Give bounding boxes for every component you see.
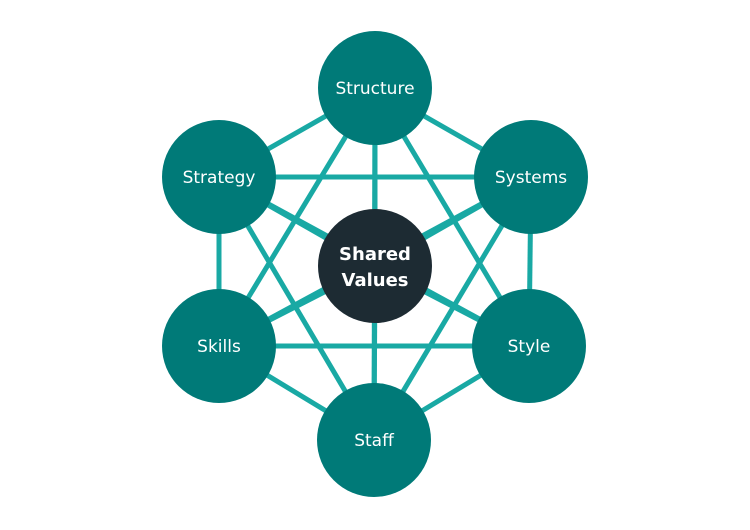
node-systems-label: Systems (495, 168, 567, 188)
node-skills-circle (162, 289, 276, 403)
node-structure-circle (318, 31, 432, 145)
node-style-circle (472, 289, 586, 403)
node-shared-values: Shared Values (318, 209, 432, 323)
node-structure-label: Structure (335, 79, 414, 99)
node-staff: Staff (317, 383, 431, 497)
node-shared-values-circle (318, 209, 432, 323)
node-shared-values-label-line2: Values (342, 270, 409, 291)
node-skills-label: Skills (197, 337, 241, 357)
node-systems: Systems (474, 120, 588, 234)
node-style-label: Style (508, 337, 551, 357)
node-skills: Skills (162, 289, 276, 403)
node-systems-circle (474, 120, 588, 234)
node-strategy-label: Strategy (183, 168, 256, 188)
node-strategy: Strategy (162, 120, 276, 234)
node-shared-values-label-line1: Shared (339, 244, 411, 265)
node-style: Style (472, 289, 586, 403)
node-strategy-circle (162, 120, 276, 234)
node-staff-label: Staff (354, 431, 395, 451)
node-staff-circle (317, 383, 431, 497)
node-structure: Structure (318, 31, 432, 145)
